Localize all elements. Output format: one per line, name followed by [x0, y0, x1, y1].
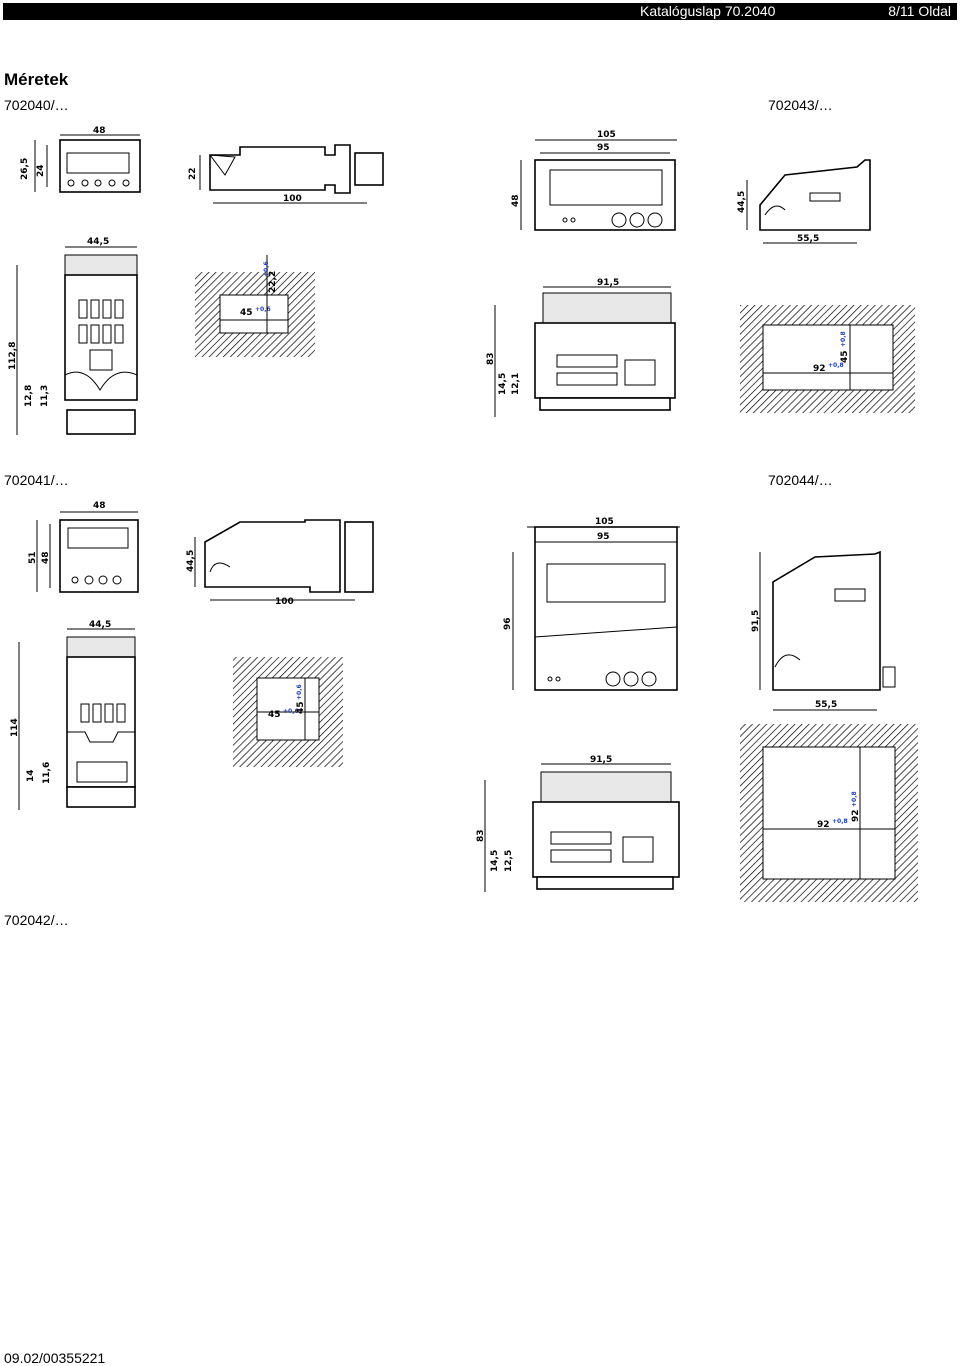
header-bar: Katalóguslap 70.2040 8/11 Oldal	[3, 3, 957, 20]
dim-bottom-2: 11,6	[42, 762, 52, 784]
panel-cutout: 45 +0,6 45 +0,6	[233, 657, 343, 767]
dim-height: 96	[503, 617, 513, 630]
dim-depth: 55,5	[797, 234, 819, 244]
dim-side-height: 44,5	[186, 550, 196, 572]
dim-height: 48	[511, 194, 521, 207]
cutout-width-tolerance: +0,6	[283, 708, 299, 715]
cutout-height-tolerance: +0,8	[851, 791, 858, 807]
dim-height-outer: 51	[28, 551, 38, 564]
cutout-width-tolerance: +0,6	[255, 306, 271, 313]
footer-document-id: 09.02/00355221	[4, 1350, 106, 1366]
section-label-702042: 702042/…	[4, 912, 69, 928]
cutout-height-tolerance: +0,8	[840, 331, 847, 347]
cutout-height-tolerance: +0,6	[263, 261, 270, 277]
dim-bottom-1: 14,5	[490, 850, 500, 872]
dim-side-height: 44,5	[737, 191, 747, 213]
top-view: 44,5 112,8 12,8 11,3	[8, 237, 138, 435]
cutout-width-tolerance: +0,8	[832, 818, 848, 825]
dim-depth: 55,5	[815, 700, 837, 710]
cutout-height: 45	[296, 701, 306, 714]
dim-depth: 100	[275, 597, 294, 607]
panel-cutout: 92 +0,8 92 +0,8	[740, 724, 918, 902]
cutout-width: 45	[240, 308, 253, 318]
cutout-width: 45	[268, 710, 281, 720]
dim-height-outer: 26,5	[20, 158, 30, 180]
dim-bottom-1: 12,8	[24, 385, 34, 407]
dim-depth: 100	[283, 194, 302, 204]
page-title: Méretek	[4, 70, 69, 89]
section-label-702040: 702040/…	[4, 97, 69, 113]
dim-length: 112,8	[8, 342, 18, 370]
cutout-width-tolerance: +0,8	[828, 362, 844, 369]
drawing-702041: 48 51 48 100 44,5 44,5 114 14 11,6 45 +0…	[10, 501, 374, 810]
dim-bottom-2: 11,3	[40, 385, 50, 407]
cutout-height: 45	[840, 350, 850, 363]
top-view: 91,5 83 14,5 12,5	[476, 755, 680, 892]
drawing-702044: 105 95 96 55,5 91,5 91,5 83 14,5 12,5 92…	[476, 517, 918, 902]
panel-cutout: 45 +0,6 22,2 +0,6	[195, 255, 315, 357]
dim-back-height: 83	[476, 829, 486, 842]
dim-height-inner: 48	[41, 551, 51, 564]
side-view: 100 44,5	[186, 519, 374, 607]
front-view: 48 26,5 24	[20, 126, 141, 193]
section-label-702044: 702044/…	[768, 472, 833, 488]
section-label-702043: 702043/…	[768, 97, 833, 113]
cutout-height-tolerance: +0,6	[296, 684, 303, 700]
dim-width-inner: 95	[597, 143, 610, 153]
cutout-height: 92	[851, 809, 861, 822]
dim-top-width: 44,5	[87, 237, 109, 247]
cutout-width: 92	[817, 820, 830, 830]
top-view: 91,5 83 14,5 12,1	[486, 278, 676, 417]
drawing-702043: 105 95 48 55,5 44,5 91,5 83 14,5 12,1 92…	[486, 130, 915, 417]
dim-length: 114	[10, 718, 20, 737]
top-view: 44,5 114 14 11,6	[10, 620, 136, 810]
dim-back-width: 91,5	[590, 755, 612, 765]
dim-width: 105	[597, 130, 616, 140]
drawing-702040: 48 26,5 24 100 22 44,5 112,8 12,8 11,3	[8, 126, 384, 435]
dim-width-inner: 95	[597, 532, 610, 542]
side-view: 100 22	[188, 144, 384, 204]
dim-bottom-2: 12,1	[511, 373, 521, 395]
page-number: 8/11 Oldal	[888, 3, 951, 19]
dim-bottom-1: 14	[26, 769, 36, 782]
dim-width: 105	[595, 517, 614, 527]
dim-width: 48	[93, 126, 106, 136]
side-view: 55,5 44,5	[737, 159, 871, 244]
front-view: 105 95 96	[503, 517, 680, 691]
cutout-height: 22,2	[268, 271, 278, 293]
dim-bottom-2: 12,5	[504, 850, 514, 872]
dim-side-height: 22	[188, 167, 198, 180]
dim-bottom-1: 14,5	[498, 373, 508, 395]
dim-side-height: 91,5	[751, 610, 761, 632]
panel-cutout: 92 +0,8 45 +0,8	[740, 305, 915, 413]
dim-top-width: 44,5	[89, 620, 111, 630]
side-view: 55,5 91,5	[751, 550, 896, 711]
dim-height-inner: 24	[36, 164, 46, 177]
dim-back-height: 83	[486, 352, 496, 365]
dim-back-width: 91,5	[597, 278, 619, 288]
cutout-width: 92	[813, 364, 826, 374]
section-label-702041: 702041/…	[4, 472, 69, 488]
front-view: 48 51 48	[28, 501, 139, 593]
catalog-sheet-label: Katalóguslap 70.2040	[640, 3, 776, 19]
dim-width: 48	[93, 501, 106, 511]
front-view: 105 95 48	[511, 130, 677, 231]
